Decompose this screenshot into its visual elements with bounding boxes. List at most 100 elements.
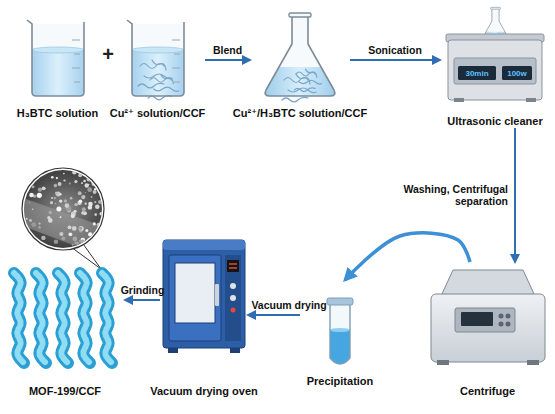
- vacuum-oven-illustration-part: [169, 255, 221, 341]
- process-arrow: [125, 299, 160, 301]
- vacuum-oven-illustration-part: [225, 255, 241, 341]
- mof-fiber-illustration-part: [100, 232, 104, 236]
- mof-fiber-illustration-part: [95, 204, 100, 209]
- mof-fiber-illustration-part: [61, 237, 65, 241]
- centrifuge-illustration-part: [431, 294, 545, 362]
- process-step: MOF-199/CCF: [5, 165, 125, 398]
- mof-fiber-illustration-part: [34, 174, 37, 177]
- mof-fiber-illustration-part: [29, 179, 31, 181]
- ultrasonic-cleaner-illustration-part: [491, 7, 501, 9]
- mof-fiber-illustration-part: [78, 173, 82, 177]
- ultrasonic-cleaner-illustration-part: [458, 66, 496, 80]
- vacuum-oven-illustration-part: [230, 348, 240, 353]
- mof-fiber-illustration-part: [54, 240, 58, 244]
- beaker-illustration-part: [138, 83, 164, 88]
- mof-fiber-illustration-part: [48, 218, 53, 223]
- mof-fiber-illustration-part: [78, 191, 82, 195]
- flask-illustration-part: [282, 97, 308, 102]
- mof-fiber-illustration-part: [93, 190, 97, 194]
- beaker-illustration-part: [161, 75, 174, 84]
- mof-fiber-illustration-part: [31, 222, 36, 227]
- mof-fiber-illustration-part: [58, 273, 68, 363]
- beaker-illustration-part: [172, 40, 180, 82]
- mof-fiber-illustration-part: [93, 236, 98, 241]
- process-arrow: [248, 314, 300, 316]
- vacuum-oven-illustration-part: [215, 284, 219, 306]
- beaker-illustration: [10, 10, 105, 100]
- mof-fiber-illustration-part: [55, 203, 56, 204]
- mof-fiber-illustration-part: [22, 242, 24, 244]
- mof-fiber-illustration-part: [74, 180, 77, 183]
- process-arrow: [514, 128, 516, 262]
- mof-fiber-illustration-part: [60, 193, 62, 195]
- mof-fiber-illustration-part: [72, 170, 76, 174]
- process-arrow: [345, 233, 470, 280]
- mof-fiber-illustration-part: [55, 192, 58, 195]
- centrifuge-tube-illustration-part: [330, 304, 350, 364]
- mof-fiber-illustration-part: [56, 195, 57, 196]
- process-step: H₃BTC solution: [10, 10, 105, 120]
- mof-fiber-illustration-part: [77, 201, 81, 205]
- flask-illustration-part: [265, 16, 335, 96]
- display-reading: 30min: [465, 69, 488, 78]
- mof-fiber-illustration-part: [64, 180, 66, 182]
- process-step: Vacuum drying oven: [160, 236, 248, 398]
- beaker-illustration-part: [154, 87, 179, 91]
- ultrasonic-cleaner-illustration-part: [454, 58, 536, 84]
- mof-fiber-illustration-part: [74, 203, 77, 206]
- mof-fiber-illustration-part: [83, 211, 87, 215]
- mof-fiber-illustration-part: [80, 230, 82, 232]
- display-reading: 100w: [507, 69, 527, 78]
- vacuum-oven-illustration-part: [163, 240, 245, 250]
- mof-fiber-illustration-part: [94, 213, 97, 216]
- mof-fiber-illustration-part: [15, 195, 105, 257]
- vacuum-oven-illustration-part: [168, 348, 178, 353]
- mof-fiber-illustration-part: [103, 202, 107, 206]
- mof-fiber-illustration-part: [87, 177, 92, 182]
- ultrasonic-cleaner-illustration-part: [454, 98, 464, 102]
- process-step: Cu²⁺/H₃BTC solution/CCF: [250, 10, 350, 120]
- vacuum-oven-illustration-part: [163, 240, 245, 348]
- mof-fiber-illustration-part: [83, 180, 86, 183]
- mof-fiber-illustration-part: [56, 177, 58, 179]
- mof-fiber-illustration-part: [54, 197, 57, 200]
- mof-fiber-illustration-part: [73, 237, 78, 242]
- centrifuge-tube-illustration-part: [330, 330, 350, 364]
- mof-fiber-illustration-part: [59, 199, 62, 202]
- mof-fiber-illustration: [5, 165, 125, 370]
- centrifuge-illustration-part: [527, 360, 539, 365]
- beaker-illustration-part: [152, 60, 166, 70]
- mof-fiber-illustration-part: [79, 226, 83, 230]
- mof-fiber-illustration-part: [14, 273, 24, 363]
- mof-fiber-illustration-part: [79, 200, 83, 204]
- centrifuge-illustration: [425, 262, 550, 372]
- mof-fiber-illustration-part: [65, 203, 70, 208]
- step-caption: MOF-199/CCF: [29, 385, 101, 398]
- mof-fiber-illustration-part: [49, 211, 53, 215]
- centrifuge-illustration-part: [461, 312, 493, 326]
- flask-illustration-part: [289, 13, 311, 17]
- mof-fiber-illustration-part: [15, 168, 110, 257]
- mof-fiber-illustration-part: [92, 181, 97, 186]
- mof-fiber-illustration-part: [39, 223, 41, 225]
- mof-fiber-illustration-part: [88, 240, 93, 245]
- mof-fiber-illustration-part: [94, 201, 96, 203]
- beaker-illustration-part: [127, 20, 184, 96]
- ultrasonic-cleaner-illustration-part: [502, 66, 532, 80]
- mof-fiber-illustration-part: [91, 196, 93, 198]
- process-arrow: [350, 59, 440, 61]
- flask-illustration-part: [288, 88, 316, 93]
- mof-fiber-illustration-part: [100, 225, 102, 227]
- mof-fiber-illustration-part: [38, 226, 40, 228]
- mof-fiber-illustration-part: [42, 187, 46, 191]
- mof-fiber-illustration-part: [36, 176, 38, 178]
- mof-fiber-illustration-part: [94, 179, 96, 181]
- mof-fiber-illustration-part: [37, 245, 40, 248]
- process-step: Cu²⁺ solution/CCF: [110, 10, 205, 120]
- mof-fiber-illustration-part: [92, 172, 96, 176]
- vacuum-oven-illustration-part: [231, 308, 236, 313]
- mof-fiber-illustration-part: [54, 184, 58, 188]
- centrifuge-illustration-part: [499, 322, 504, 327]
- mof-fiber-illustration-part: [87, 187, 92, 192]
